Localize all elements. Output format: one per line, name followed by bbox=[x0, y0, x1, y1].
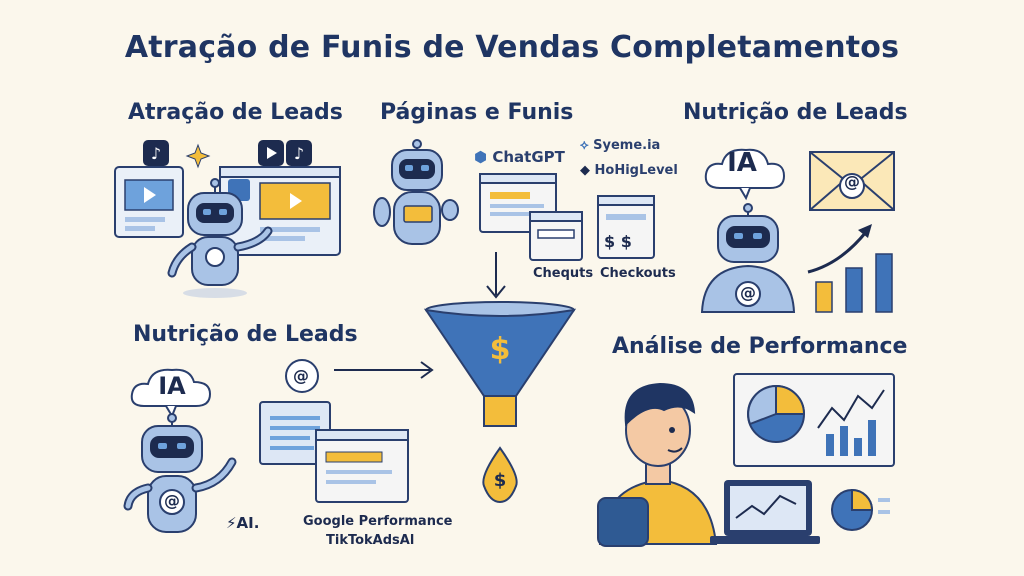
checkouts-window bbox=[597, 195, 655, 259]
nurture-top-illustration bbox=[700, 148, 895, 313]
lightning-icon: ⚡ bbox=[226, 514, 237, 532]
envelope-at-symbol: @ bbox=[844, 172, 860, 191]
arrow-down-icon bbox=[486, 252, 506, 299]
nurture-bottom-illustration bbox=[123, 359, 434, 533]
trend-arrow-icon bbox=[807, 224, 872, 274]
chatgpt-logo-text: ⬢ ChatGPT bbox=[474, 148, 565, 166]
arrow-right-icon bbox=[334, 361, 434, 379]
robot-icon bbox=[373, 139, 459, 245]
tiktok-icon-2: ♪ bbox=[286, 140, 312, 166]
email-document bbox=[259, 401, 331, 465]
attraction-illustration: ♪ ♪ bbox=[114, 140, 341, 298]
ad-window bbox=[315, 429, 409, 503]
systeme-label: Syeme.ia bbox=[593, 138, 661, 153]
performance-illustration bbox=[597, 373, 895, 547]
at-circle-symbol: @ bbox=[293, 366, 309, 385]
video-window-right bbox=[219, 166, 341, 256]
pages-heading: Páginas e Funis bbox=[380, 100, 574, 125]
chatgpt-label: ChatGPT bbox=[492, 148, 565, 166]
systeme-logo-text: ⟡ Syeme.ia bbox=[580, 138, 660, 153]
funnel-dollar-symbol: $ bbox=[489, 332, 511, 367]
line-chart-icon bbox=[817, 389, 885, 456]
robot-icon bbox=[700, 203, 796, 313]
svg-text:♪: ♪ bbox=[294, 144, 304, 163]
checkouts-label: Checkouts bbox=[600, 266, 676, 281]
robot-icon bbox=[167, 178, 273, 298]
cloud-ia-text: IA bbox=[727, 148, 757, 178]
coin-drop-icon bbox=[482, 446, 518, 504]
small-pie-chart-icon bbox=[831, 488, 890, 531]
caption-tiktok-ads: TikTokAdsAl bbox=[326, 533, 415, 548]
analyst-person bbox=[598, 382, 718, 545]
performance-heading: Análise de Performance bbox=[612, 334, 908, 359]
ai-label: ⚡AI. bbox=[226, 514, 259, 532]
nurture-bottom-heading: Nutrição de Leads bbox=[133, 322, 358, 347]
sparkle-icon bbox=[185, 143, 211, 169]
pages-illustration bbox=[373, 139, 655, 299]
highlevel-icon: ◆ bbox=[580, 163, 590, 178]
tiktok-icon: ♪ bbox=[143, 140, 169, 166]
sales-funnel bbox=[423, 301, 577, 504]
drop-dollar-symbol: $ bbox=[493, 470, 507, 491]
robot-at-symbol-bottom: @ bbox=[164, 491, 180, 510]
caption-google-performance: Google Performance bbox=[303, 514, 453, 529]
page-title: Atração de Funis de Vendas Completamento… bbox=[124, 30, 900, 65]
robot-at-symbol: @ bbox=[740, 283, 756, 302]
cloud-icon bbox=[704, 148, 786, 201]
ai-label-text: AI. bbox=[236, 514, 260, 532]
pie-chart-icon bbox=[747, 384, 806, 443]
video-window-left bbox=[114, 166, 184, 238]
cloud-ia-text-bottom: IA bbox=[158, 372, 186, 400]
chair-icon bbox=[597, 497, 649, 547]
envelope-icon bbox=[809, 151, 895, 211]
funnel-icon bbox=[423, 301, 577, 427]
growth-bar-chart bbox=[815, 253, 893, 313]
price-symbol: $ $ bbox=[604, 232, 632, 251]
robot-icon bbox=[123, 413, 237, 533]
systeme-icon: ⟡ bbox=[580, 138, 589, 153]
chequts-window bbox=[529, 211, 583, 261]
youtube-icon bbox=[258, 140, 284, 166]
highlevel-label: HoHigLevel bbox=[594, 163, 678, 178]
svg-text:♪: ♪ bbox=[151, 144, 161, 163]
dashboard-board bbox=[733, 373, 895, 467]
highlevel-logo-text: ◆ HoHigLevel bbox=[580, 163, 678, 178]
nurture-top-heading: Nutrição de Leads bbox=[683, 100, 908, 125]
attraction-heading: Atração de Leads bbox=[128, 100, 343, 125]
laptop-icon bbox=[710, 480, 820, 544]
chatgpt-icon: ⬢ bbox=[474, 148, 488, 166]
at-circle-icon bbox=[285, 359, 319, 393]
chequts-label: Chequts bbox=[533, 266, 594, 281]
